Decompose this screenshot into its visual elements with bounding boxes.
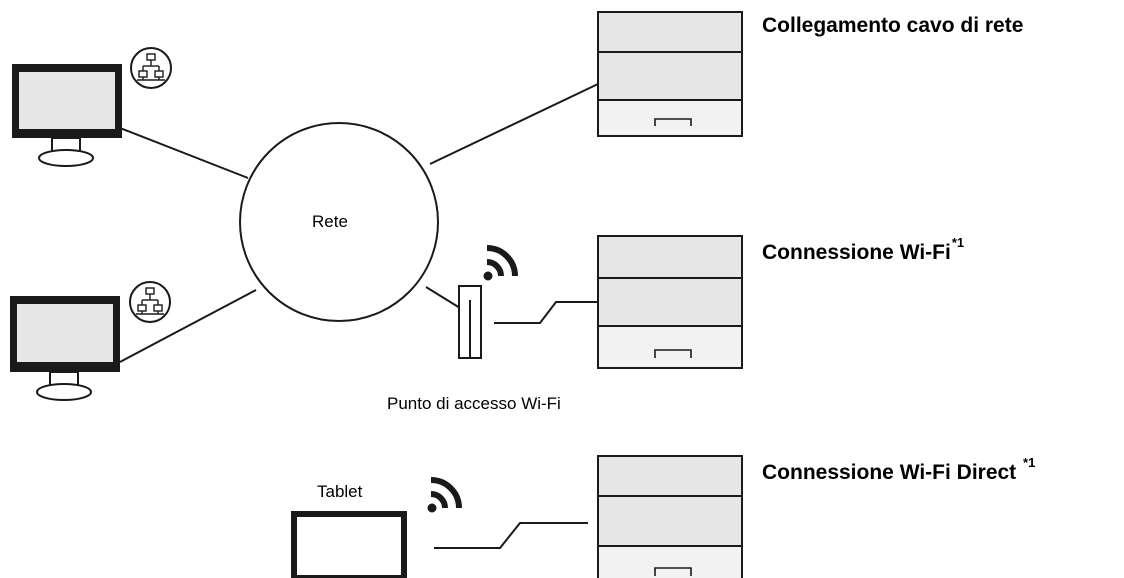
link-network-printer1	[429, 83, 599, 165]
access-point-label: Punto di accesso Wi-Fi	[387, 394, 561, 413]
printer-icon	[597, 455, 743, 578]
tablet-label: Tablet	[317, 482, 363, 501]
computer-monitor-icon	[12, 64, 122, 167]
computer-monitor-icon	[10, 296, 120, 401]
wired-connection-title: Collegamento cavo di rete	[762, 15, 1024, 36]
network-lan-icon	[130, 47, 172, 89]
wireless-link-tablet-printer	[434, 522, 588, 549]
wifi-direct-connection-title: Connessione Wi-Fi Direct *1	[762, 456, 1035, 484]
network-lan-icon	[129, 281, 171, 323]
link-computer2-network	[119, 289, 257, 363]
wifi-direct-connection-text: Connessione Wi-Fi Direct	[762, 461, 1023, 484]
printer-icon	[597, 235, 743, 369]
tablet-icon	[291, 511, 407, 578]
wifi-signal-icon	[427, 477, 462, 513]
network-label: Rete	[312, 212, 348, 231]
footnote-marker: *1	[1023, 455, 1036, 470]
wifi-signal-icon	[483, 245, 518, 281]
wifi-access-point-icon	[458, 285, 482, 359]
link-network-accesspoint	[425, 286, 461, 309]
wifi-connection-text: Connessione Wi-Fi	[762, 241, 951, 264]
printer-icon	[597, 11, 743, 137]
wired-connection-text: Collegamento cavo di rete	[762, 14, 1024, 37]
wifi-connection-title: Connessione Wi-Fi*1	[762, 236, 964, 264]
link-computer1-network	[119, 127, 249, 179]
wireless-link-ap-printer	[494, 301, 598, 324]
footnote-marker: *1	[951, 235, 965, 250]
network-circle	[239, 122, 439, 322]
